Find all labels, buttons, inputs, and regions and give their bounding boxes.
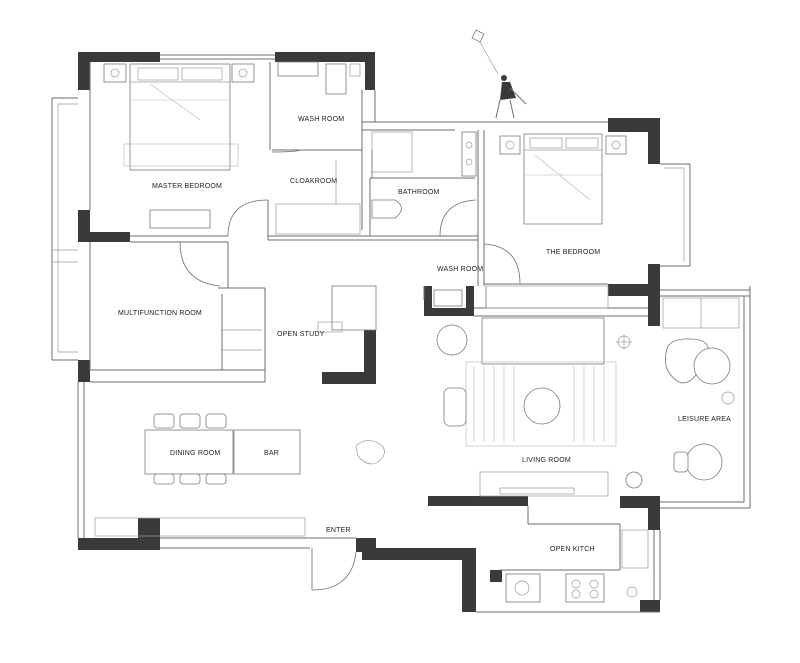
- label-master-bedroom: MASTER BEDROOM: [152, 183, 222, 190]
- label-the-bedroom: THE BEDROOM: [546, 249, 600, 256]
- kite-icon: [471, 29, 485, 43]
- dog-icon: [355, 440, 385, 465]
- guest-bed: [523, 133, 603, 225]
- label-wash-room-top: WASH ROOM: [298, 116, 344, 123]
- label-cloakroom: CLOAKROOM: [290, 178, 337, 185]
- label-open-study: OPEN STUDY: [277, 331, 325, 338]
- furniture: [103, 29, 735, 603]
- label-leisure-area: LEISURE AREA: [678, 416, 731, 423]
- label-wash-room-mid: WASH ROOM: [437, 266, 483, 273]
- room-labels: MASTER BEDROOM WASH ROOM CLOAKROOM BATHR…: [118, 116, 731, 553]
- label-bathroom: BATHROOM: [398, 189, 440, 196]
- label-dining-room: DINING ROOM: [170, 450, 220, 457]
- label-open-kitch: OPEN KITCH: [550, 546, 595, 553]
- rug-stripes: [473, 366, 605, 442]
- label-multifunction-room: MULTIFUNCTION ROOM: [118, 310, 202, 317]
- walls: [78, 52, 660, 612]
- label-living-room: LIVING ROOM: [522, 457, 571, 464]
- label-enter: ENTER: [326, 527, 351, 534]
- label-bar: BAR: [264, 450, 279, 457]
